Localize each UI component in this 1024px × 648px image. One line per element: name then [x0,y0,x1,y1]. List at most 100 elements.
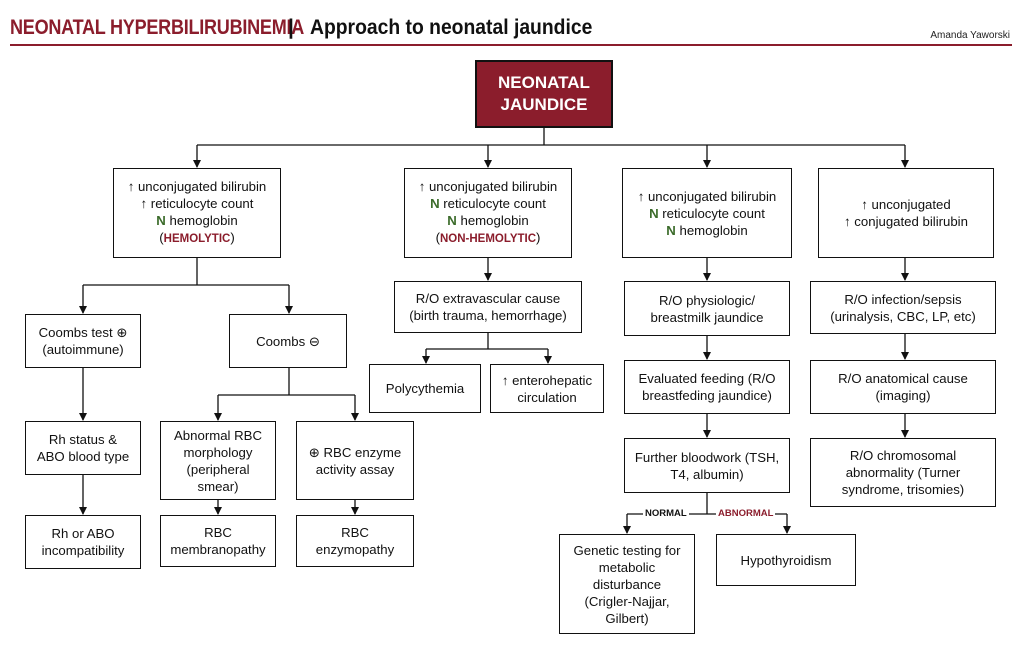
text-line: (HEMOLYTIC) [159,229,234,248]
text-line: (imaging) [875,388,931,403]
text-line: Gilbert) [605,610,649,626]
text-line: ↑ reticulocyte count [140,196,254,211]
paren-open: ( [159,230,164,245]
text-line: Further bloodwork (TSH, [634,449,780,465]
node-hypothyroidism: Hypothyroidism [716,534,856,586]
paren-open: ( [435,230,440,245]
text-line: ⊕ RBC enzyme [308,444,402,460]
node-evaluated-feeding: Evaluated feeding (R/O breastfeding jaun… [624,360,790,414]
text-line: enzymopathy [315,542,395,557]
node-further-bloodwork: Further bloodwork (TSH, T4, albumin) [624,438,790,493]
text-line: syndrome, trisomies) [841,482,965,497]
text-line: ↑ unconjugated bilirubin [418,179,558,194]
text-line: ↑ unconjugated bilirubin [127,179,267,194]
header: NEONATAL HYPERBILIRUBINEMIA | Approach t… [10,12,1010,46]
text-line: (autoimmune) [42,342,124,357]
node-rbc-enzyme-assay: ⊕ RBC enzyme activity assay [296,421,414,500]
node-abnormal-rbc-morphology: Abnormal RBC morphology (peripheral smea… [160,421,276,500]
author-name: Amanda Yaworski [930,30,1010,41]
text-line: N reticulocyte count [649,205,765,222]
node-enterohepatic-circulation: ↑ enterohepatic circulation [490,364,604,413]
text-line: N reticulocyte count [430,195,546,212]
text-line: R/O infection/sepsis [844,291,962,307]
branch-label-abnormal: ABNORMAL [716,508,776,519]
node-rh-abo-incompatibility: Rh or ABO incompatibility [25,515,141,569]
title-rule [10,44,1012,46]
text-line: T4, albumin) [670,466,744,482]
text-line: (NON-HEMOLYTIC) [436,229,541,248]
node-non-hemolytic-findings: ↑ unconjugated bilirubin N reticulocyte … [404,168,572,258]
node-col3-findings: ↑ unconjugated bilirubin N reticulocyte … [622,168,792,258]
normal-marker: N [430,196,440,211]
text-fragment: hemoglobin [675,222,748,238]
page-subtitle: Approach to neonatal jaundice [310,16,593,39]
text-line: morphology [183,444,253,460]
text-line: Hypothyroidism [740,552,832,568]
normal-marker: N [447,213,457,228]
node-rbc-membranopathy: RBC membranopathy [160,515,276,567]
text-line: abnormality (Turner [845,465,961,480]
text-fragment: reticulocyte count [658,205,765,221]
text-line: R/O chromosomal [849,448,957,463]
text-line: ↑ unconjugated [861,197,951,212]
text-line: breastmilk jaundice [650,309,764,325]
node-coombs-positive: Coombs test ⊕ (autoimmune) [25,314,141,368]
text-line: ↑ enterohepatic [501,372,593,388]
text-line: ↑ unconjugated bilirubin [637,188,777,204]
node-rh-status: Rh status & ABO blood type [25,421,141,475]
text-fragment: hemoglobin [456,213,529,228]
text-line: metabolic [598,559,656,575]
page-title: NEONATAL HYPERBILIRUBINEMIA [10,16,305,39]
normal-marker: N [666,222,676,238]
text-line: Rh or ABO [51,526,115,541]
text-line: N hemoglobin [156,212,237,229]
normal-marker: N [649,205,659,221]
paren-close: ) [230,230,235,245]
node-infection-sepsis: R/O infection/sepsis (urinalysis, CBC, L… [810,281,996,334]
node-coombs-negative: Coombs ⊖ [229,314,347,368]
text-line: Rh status & [48,432,118,447]
text-line: Genetic testing for [573,542,681,558]
text-fragment: reticulocyte count [439,196,546,211]
text-line: (urinalysis, CBC, LP, etc) [830,308,976,324]
text-line: (Crigler-Najjar, [584,593,670,609]
node-physiologic-jaundice: R/O physiologic/ breastmilk jaundice [624,281,790,336]
category-tag-hemolytic: HEMOLYTIC [163,233,231,245]
text-line: Abnormal RBC [174,427,262,443]
text-line: R/O extravascular cause [415,291,561,306]
text-line: ABO blood type [36,449,130,464]
normal-marker: N [156,213,166,228]
text-line: (birth trauma, hemorrhage) [409,308,567,323]
root-line1: NEONATAL [498,73,590,92]
text-line: Coombs test ⊕ [38,325,128,340]
node-hemolytic-findings: ↑ unconjugated bilirubin ↑ reticulocyte … [113,168,281,258]
root-line2: JAUNDICE [500,95,588,114]
node-conjugated-findings: ↑ unconjugated ↑ conjugated bilirubin [818,168,994,258]
text-fragment: hemoglobin [165,213,238,228]
text-line: circulation [517,389,577,405]
text-line: RBC [341,525,369,540]
node-anatomical-cause: R/O anatomical cause (imaging) [810,360,996,414]
node-genetic-testing: Genetic testing for metabolic disturbanc… [559,534,695,634]
branch-label-normal: NORMAL [643,508,689,519]
node-chromosomal-abnormality: R/O chromosomal abnormality (Turner synd… [810,438,996,507]
text-line: (peripheral [186,461,250,477]
text-line: smear) [197,478,239,494]
text-line: incompatibility [41,543,125,558]
text-line: Polycythemia [385,381,465,396]
text-line: N hemoglobin [447,212,528,229]
node-polycythemia: Polycythemia [369,364,481,413]
text-line: Coombs ⊖ [256,333,320,349]
paren-close: ) [536,230,541,245]
text-line: ↑ conjugated bilirubin [844,214,968,229]
text-line: activity assay [315,461,395,477]
text-line: R/O anatomical cause [838,371,968,386]
text-line: RBC [204,525,232,540]
text-line: membranopathy [170,542,266,557]
text-line: breastfeding jaundice) [642,388,772,403]
root-node-neonatal-jaundice: NEONATAL JAUNDICE [475,60,613,128]
text-line: N hemoglobin [666,222,747,239]
node-extravascular-cause: R/O extravascular cause (birth trauma, h… [394,281,582,333]
category-tag-non-hemolytic: NON-HEMOLYTIC [439,233,537,245]
